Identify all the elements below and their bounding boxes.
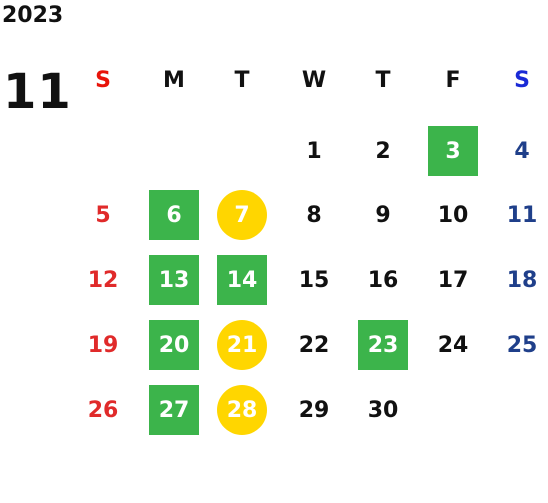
- day-cell-20[interactable]: 20: [149, 320, 199, 370]
- day-cell-3[interactable]: 3: [428, 126, 478, 176]
- day-cell-24[interactable]: 24: [437, 332, 469, 358]
- weekday-mon: M: [163, 68, 185, 93]
- day-cell-7[interactable]: 7: [217, 190, 267, 240]
- day-cell-14[interactable]: 14: [217, 255, 267, 305]
- day-cell-13[interactable]: 13: [149, 255, 199, 305]
- day-cell-6[interactable]: 6: [149, 190, 199, 240]
- day-cell-15[interactable]: 15: [298, 267, 330, 293]
- weekday-sun: S: [95, 68, 111, 93]
- day-cell-8[interactable]: 8: [306, 202, 322, 228]
- weekday-fri: F: [445, 68, 461, 93]
- day-cell-27[interactable]: 27: [149, 385, 199, 435]
- weekday-wed: W: [301, 68, 327, 93]
- day-cell-17[interactable]: 17: [437, 267, 469, 293]
- day-cell-21[interactable]: 21: [217, 320, 267, 370]
- day-cell-22[interactable]: 22: [298, 332, 330, 358]
- day-cell-25[interactable]: 25: [506, 332, 538, 358]
- day-cell-29[interactable]: 29: [298, 397, 330, 423]
- day-cell-16[interactable]: 16: [367, 267, 399, 293]
- day-cell-2[interactable]: 2: [375, 138, 391, 164]
- day-cell-1[interactable]: 1: [306, 138, 322, 164]
- day-cell-5[interactable]: 5: [95, 202, 111, 228]
- day-cell-30[interactable]: 30: [367, 397, 399, 423]
- month-number: 11: [3, 64, 72, 120]
- day-cell-18[interactable]: 18: [506, 267, 538, 293]
- weekday-sat: S: [514, 68, 530, 93]
- day-cell-9[interactable]: 9: [375, 202, 391, 228]
- day-cell-28[interactable]: 28: [217, 385, 267, 435]
- day-cell-4[interactable]: 4: [514, 138, 530, 164]
- weekday-tue: T: [234, 68, 250, 93]
- weekday-thu: T: [375, 68, 391, 93]
- day-cell-26[interactable]: 26: [87, 397, 119, 423]
- day-cell-23[interactable]: 23: [358, 320, 408, 370]
- day-cell-19[interactable]: 19: [87, 332, 119, 358]
- year-label: 2023: [2, 3, 64, 28]
- day-cell-12[interactable]: 12: [87, 267, 119, 293]
- day-cell-11[interactable]: 11: [506, 202, 538, 228]
- day-cell-10[interactable]: 10: [437, 202, 469, 228]
